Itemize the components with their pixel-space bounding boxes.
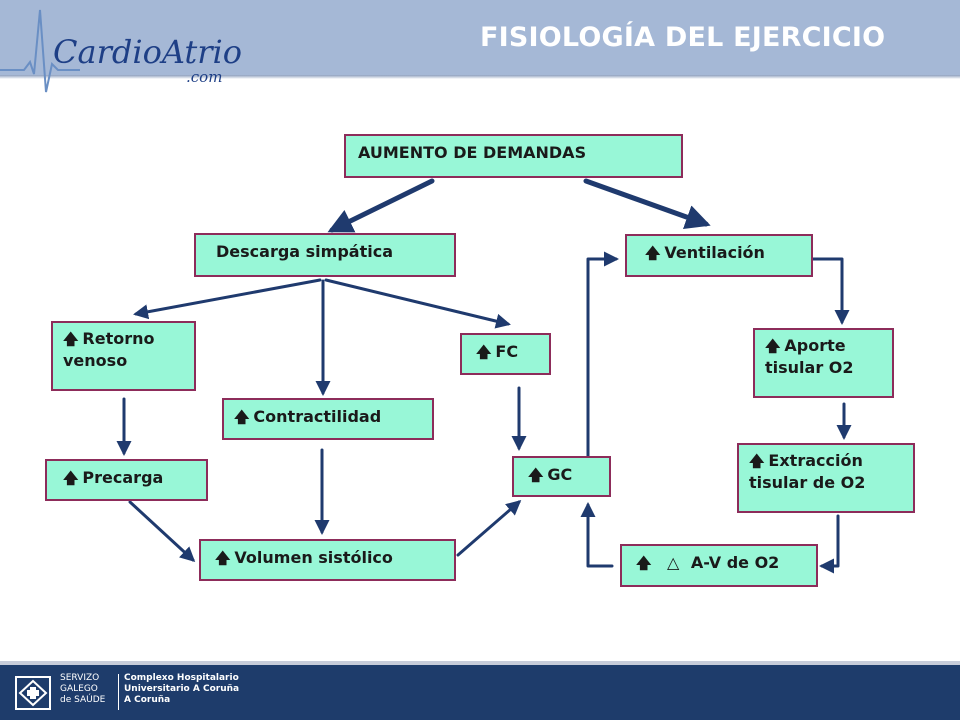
node-label: A-V de O2 (690, 553, 780, 572)
node-label: GC (547, 465, 573, 484)
node-extraccion-tisular: 🡅Extracción tisular de O2 (737, 443, 915, 513)
up-arrow-icon: 🡅 (63, 330, 79, 348)
arrow-extraction-to-avo2 (819, 514, 840, 574)
cardioatrio-logo: CardioAtrio .com (0, 0, 250, 100)
node-label: Extracción tisular de O2 (749, 451, 866, 492)
node-label: FC (495, 342, 519, 361)
up-arrow-icon: 🡅 (749, 452, 765, 470)
node-retorno-venoso: 🡅Retorno venoso (51, 321, 196, 391)
arrow-preload-to-stroke (128, 500, 196, 563)
footer-separator (118, 674, 119, 710)
logo-domain: .com (186, 68, 223, 86)
arrow-sympathetic-to-hr (324, 278, 511, 329)
up-arrow-icon: 🡅 (636, 554, 652, 572)
node-label: Aporte tisular O2 (765, 336, 854, 377)
ecg-trace-icon (0, 9, 80, 93)
header-bar (0, 0, 960, 75)
node-label: Precarga (82, 468, 164, 487)
footer-hospital-name: Complexo Hospitalario Universitario A Co… (124, 673, 240, 705)
node-label: AUMENTO DE DEMANDAS (358, 143, 587, 162)
up-arrow-icon: 🡅 (63, 469, 79, 487)
up-arrow-icon: 🡅 (645, 244, 661, 262)
node-ventilacion: 🡅Ventilación (625, 234, 813, 277)
node-fc: 🡅FC (460, 333, 551, 375)
arrow-demand-to-sympathetic (327, 178, 435, 233)
arrow-sympathetic-to-return (133, 278, 322, 320)
node-label: Descarga simpática (216, 242, 393, 261)
node-aporte-tisular: 🡅Aporte tisular O2 (753, 328, 894, 398)
node-precarga: 🡅Precarga (45, 459, 208, 501)
footer-divider (0, 661, 960, 665)
sergas-logo-icon (15, 676, 51, 710)
node-volumen-sistolico: 🡅Volumen sistólico (199, 539, 456, 581)
footer-org-name: SERVIZO GALEGO de SAÚDE (60, 673, 106, 705)
up-arrow-icon: 🡅 (476, 343, 492, 361)
arrow-co-to-ventilation (586, 251, 619, 459)
node-label: Contractilidad (253, 407, 382, 426)
header-shadow (0, 75, 960, 79)
arrow-stroke-to-co (456, 500, 522, 557)
arrow-avo2-to-co (580, 502, 614, 568)
footer-bar (0, 665, 960, 720)
up-arrow-icon: 🡅 (215, 549, 231, 567)
node-gc: 🡅GC (512, 456, 611, 497)
node-label: Ventilación (664, 243, 765, 262)
node-label: Retorno venoso (63, 329, 155, 370)
logo-text: CardioAtrio (53, 33, 243, 71)
node-av-o2: 🡅 △ A-V de O2 (620, 544, 818, 587)
arrow-demand-to-ventilation (583, 178, 711, 230)
up-arrow-icon: 🡅 (528, 466, 544, 484)
node-label: Volumen sistólico (234, 548, 393, 567)
delta-icon: △ (667, 553, 680, 572)
slide-title: FISIOLOGÍA DEL EJERCICIO (480, 22, 886, 53)
node-aumento-demandas: AUMENTO DE DEMANDAS (344, 134, 683, 178)
up-arrow-icon: 🡅 (234, 408, 250, 426)
up-arrow-icon: 🡅 (765, 337, 781, 355)
arrow-ventilation-to-supply (811, 257, 850, 325)
node-contractilidad: 🡅Contractilidad (222, 398, 434, 440)
node-descarga-simpatica: Descarga simpática (194, 233, 456, 277)
